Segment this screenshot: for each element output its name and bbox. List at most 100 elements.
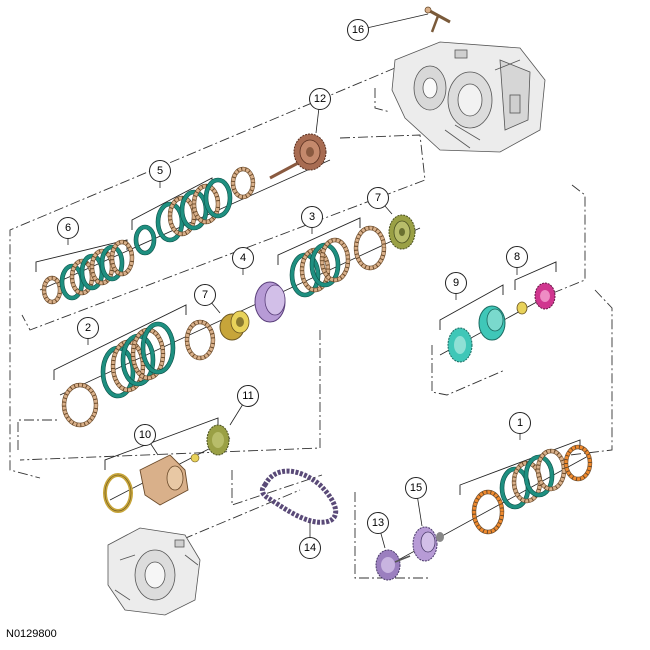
callout-1: 1 <box>509 412 531 440</box>
callout-number: 1 <box>517 417 523 429</box>
part-2-pressure-plate-face <box>185 320 215 360</box>
callout-circle <box>367 187 389 209</box>
callout-4: 4 <box>232 247 254 275</box>
bracket-8 <box>514 261 557 290</box>
callout-6: 6 <box>57 217 79 245</box>
callout-number: 14 <box>304 542 316 554</box>
callout-7: 7 <box>367 187 393 215</box>
callout-number: 4 <box>240 252 246 264</box>
part-2-plate-face <box>141 322 175 374</box>
callout-number: 3 <box>309 211 315 223</box>
callout-circle <box>237 385 259 407</box>
callout-circle <box>509 412 531 434</box>
callout-circle <box>367 512 389 534</box>
part-5-washer-face <box>231 167 255 199</box>
bracket-10 <box>104 417 219 470</box>
callout-number: 6 <box>65 222 71 234</box>
callout-11: 11 <box>229 385 259 426</box>
callout-circle <box>405 477 427 499</box>
part-5-plate-face <box>192 184 220 224</box>
callout-number: 11 <box>242 390 253 402</box>
part-6-plate-face <box>110 240 134 276</box>
callout-2: 2 <box>77 317 99 345</box>
callout-number: 7 <box>202 289 208 301</box>
part-2-end-plate-face <box>62 383 98 427</box>
part-4-drum <box>254 281 286 323</box>
callout-circle <box>57 217 79 239</box>
path-line-right-mid <box>569 289 613 456</box>
callout-circle <box>445 272 467 294</box>
callout-number: 7 <box>375 192 381 204</box>
callout-number: 2 <box>85 322 91 334</box>
callout-number: 5 <box>157 165 163 177</box>
bracket-3 <box>277 217 361 265</box>
part-1-clutch-pack <box>471 444 593 535</box>
part-1-end-plate-face <box>564 445 592 481</box>
path-line-middle <box>19 330 321 461</box>
callout-circle <box>299 537 321 559</box>
transmission-case-housing <box>391 41 546 153</box>
callout-circle <box>232 247 254 269</box>
callout-number: 15 <box>410 482 422 494</box>
part-3-end-plate-face <box>354 226 386 270</box>
callout-circle <box>194 284 216 306</box>
part-5-plate-face <box>156 202 184 242</box>
callout-circle <box>149 160 171 182</box>
callout-number: 12 <box>314 93 326 105</box>
part-14-chain <box>259 468 339 525</box>
path-line-lower <box>354 492 430 579</box>
callout-circle <box>134 424 156 446</box>
part-12-gear-shaft <box>269 133 327 180</box>
part-5-plate-face <box>168 196 196 236</box>
part-10-carrier <box>103 453 200 513</box>
callout-7: 7 <box>194 284 221 314</box>
callout-circle <box>77 317 99 339</box>
path-line-chain <box>231 470 323 506</box>
callout-number: 9 <box>453 277 459 289</box>
path-line-right-top <box>547 184 586 296</box>
callout-13: 13 <box>367 512 389 549</box>
part-7-upper-gear <box>388 214 416 250</box>
part-5-seal-face <box>134 225 156 255</box>
callout-number: 8 <box>514 251 520 263</box>
part-15-sprocket <box>412 526 444 562</box>
part-9-assembly <box>447 305 506 363</box>
assembly-path-lines <box>9 67 613 579</box>
part-5-clutch-pack <box>133 166 256 256</box>
part-11-gear <box>206 424 230 456</box>
part-8-assembly <box>516 282 556 315</box>
part-2-clutch-pack <box>61 319 216 428</box>
path-line-outer-top <box>9 67 396 479</box>
bracket-2 <box>53 304 187 380</box>
part-13-sprocket <box>375 549 411 581</box>
part-16-pin <box>424 6 451 33</box>
part-1-wave-plate-face <box>472 490 504 534</box>
callout-circle <box>506 246 528 268</box>
part-6-clutch-pack <box>41 239 135 305</box>
part-5-plate-face <box>180 190 208 230</box>
callout-number: 10 <box>139 429 151 441</box>
axis-line-lower-right <box>379 454 591 571</box>
part-1-plate-face <box>536 449 566 491</box>
part-7-lower-hub <box>219 310 250 341</box>
callout-circle <box>309 88 331 110</box>
part-3-plate-face <box>320 238 350 282</box>
callout-leader <box>357 13 429 31</box>
part-5-plate-face <box>204 178 232 218</box>
callout-number: 13 <box>372 517 384 529</box>
path-line-left-bottom <box>17 419 60 450</box>
callout-3: 3 <box>301 206 323 234</box>
figure-code: N0129800 <box>6 628 57 640</box>
callout-5: 5 <box>149 160 171 188</box>
callout-8: 8 <box>506 246 528 275</box>
callout-10: 10 <box>134 424 159 456</box>
callout-15: 15 <box>405 477 427 527</box>
path-line-housing-top <box>374 88 391 113</box>
callout-12: 12 <box>309 88 331 134</box>
path-line-upper <box>21 134 426 331</box>
part-3-clutch-pack <box>289 225 387 298</box>
path-line-pump <box>431 345 506 396</box>
